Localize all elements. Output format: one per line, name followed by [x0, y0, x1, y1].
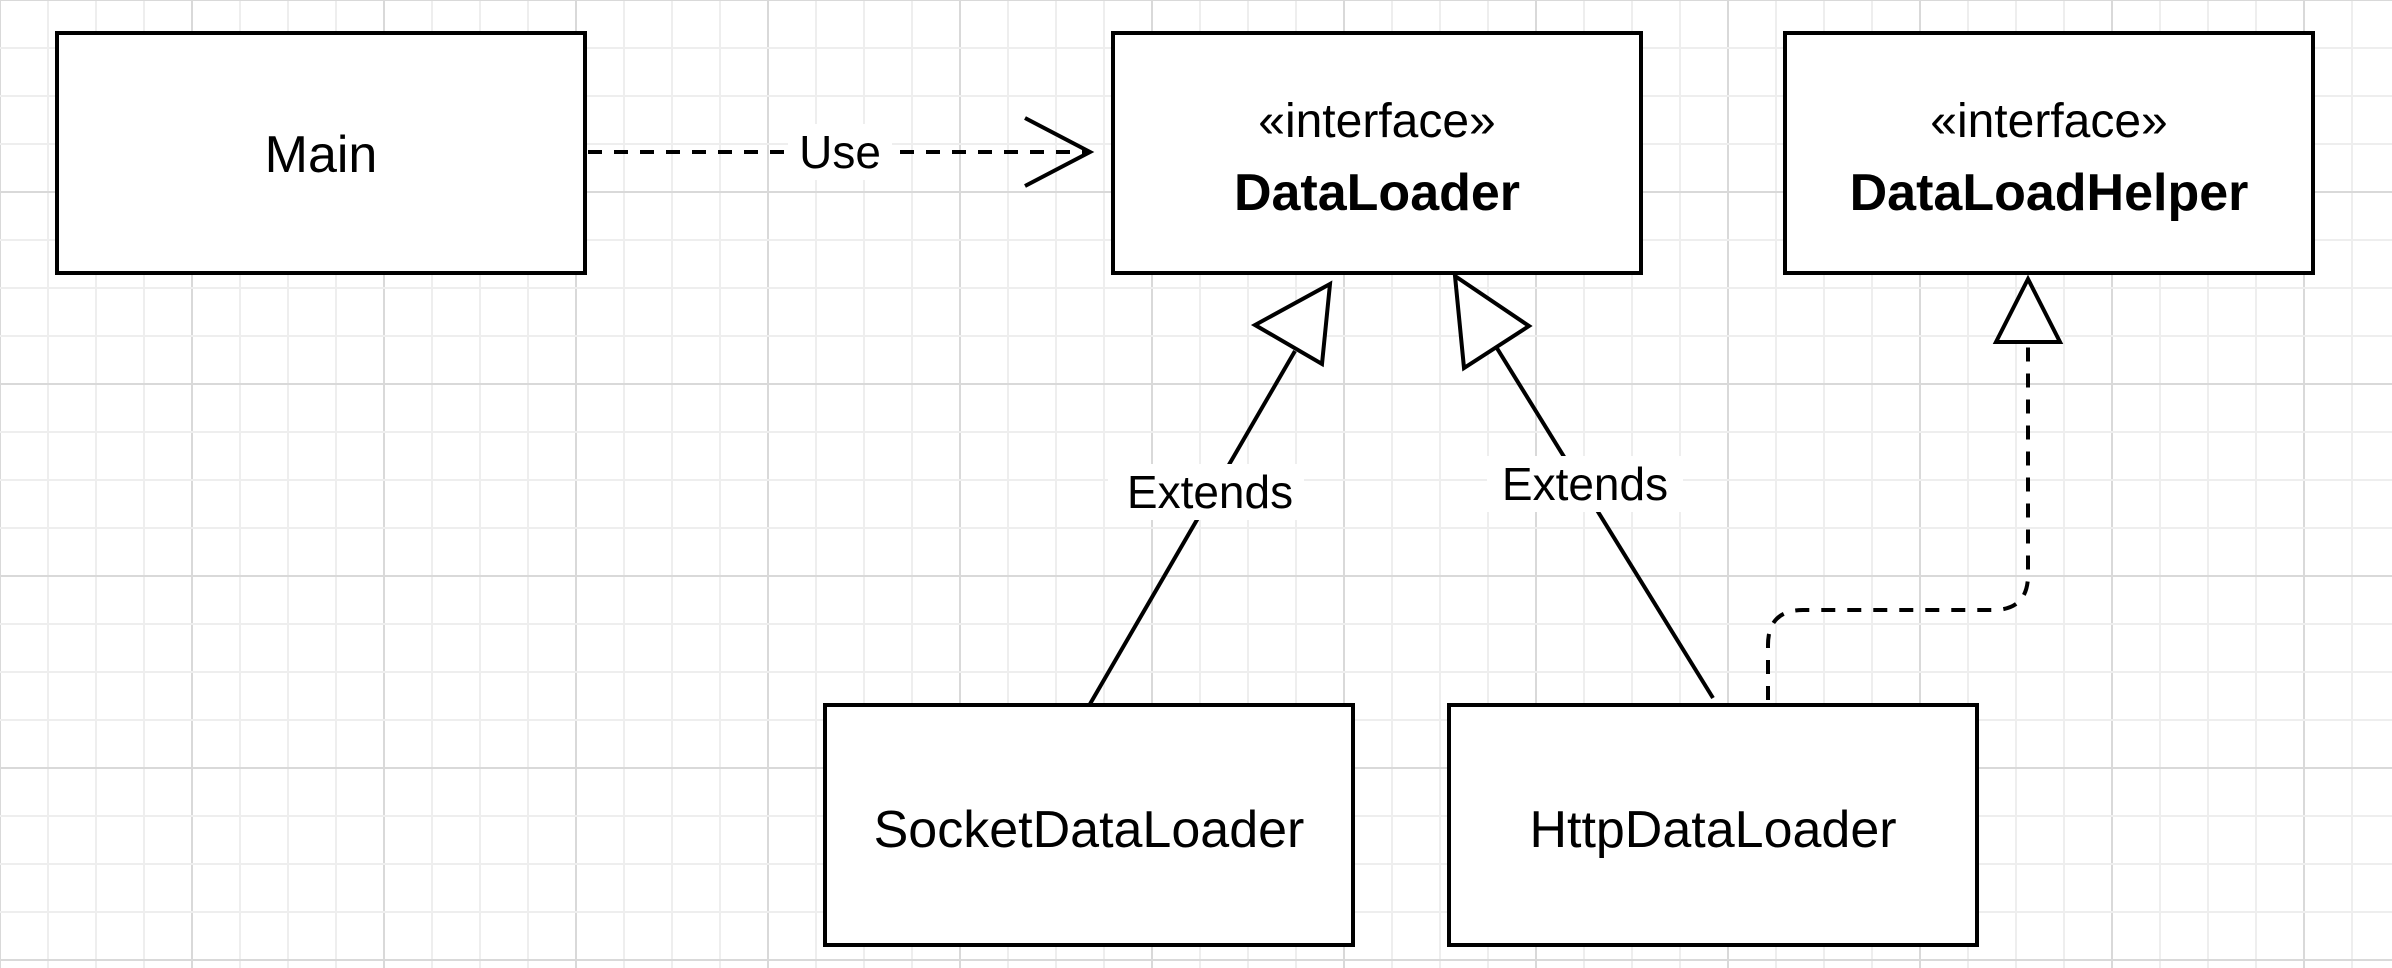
- class-name: HttpDataLoader: [1529, 801, 1896, 859]
- edge-label-use: Use: [799, 126, 881, 178]
- interface-stereotype: «interface»: [1930, 95, 2168, 148]
- class-box: [55, 31, 587, 275]
- hollow-triangle-arrowhead-icon: [1452, 271, 1533, 372]
- edge-http-implements-data-load-helper[interactable]: [1766, 274, 2064, 700]
- edge-socket-extends-data-loader[interactable]: Extends: [1088, 280, 1333, 706]
- open-arrowhead-icon: [1024, 116, 1095, 188]
- generalization-line: [1493, 343, 1715, 700]
- class-name: DataLoader: [1234, 164, 1520, 222]
- class-box: [1447, 703, 1979, 947]
- edge-label-extends: Extends: [1502, 458, 1668, 510]
- edge-label-background: [1108, 464, 1304, 520]
- class-box: [823, 703, 1355, 947]
- class-name: SocketDataLoader: [874, 801, 1305, 859]
- edge-http-extends-data-loader[interactable]: Extends: [1452, 271, 1715, 700]
- realization-line: [1766, 342, 2030, 700]
- class-name: Main: [265, 126, 378, 184]
- class-data-load-helper[interactable]: «interface» DataLoadHelper: [1783, 31, 2315, 275]
- edge-label-background: [1487, 456, 1683, 512]
- class-box: [1111, 31, 1643, 275]
- edge-label-background: [788, 124, 892, 180]
- hollow-triangle-arrowhead-icon: [1992, 274, 2064, 344]
- edge-main-uses-data-loader[interactable]: Use: [588, 116, 1095, 188]
- class-socket-data-loader[interactable]: SocketDataLoader: [823, 703, 1355, 947]
- edge-label-extends: Extends: [1127, 466, 1293, 518]
- generalization-line: [1088, 349, 1297, 706]
- class-data-loader[interactable]: «interface» DataLoader: [1111, 31, 1643, 275]
- class-main[interactable]: Main: [55, 31, 587, 275]
- hollow-triangle-arrowhead-icon: [1250, 280, 1333, 368]
- class-name: DataLoadHelper: [1850, 164, 2249, 222]
- class-http-data-loader[interactable]: HttpDataLoader: [1447, 703, 1979, 947]
- interface-stereotype: «interface»: [1258, 95, 1496, 148]
- class-box: [1783, 31, 2315, 275]
